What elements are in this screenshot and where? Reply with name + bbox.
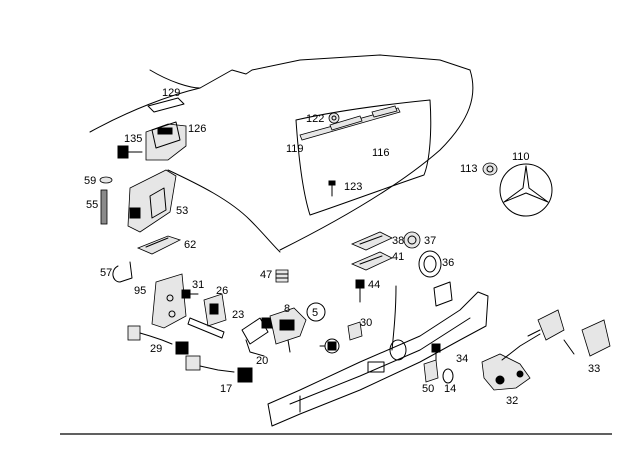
label-123: 123 (344, 181, 362, 193)
callout-circle-5 (306, 302, 326, 322)
connector-29-icon (127, 325, 189, 355)
label-55: 55 (86, 199, 98, 211)
seal-ring-129-icon (147, 97, 185, 113)
label-37: 37 (424, 235, 436, 247)
label-29: 29 (150, 343, 162, 355)
license-plate-recess (295, 99, 432, 216)
label-44: 44 (368, 279, 380, 291)
label-110: 110 (512, 151, 530, 163)
clip-30-icon (347, 321, 363, 341)
label-122: 122 (306, 113, 324, 125)
label-38: 38 (392, 235, 404, 247)
label-62: 62 (184, 239, 196, 251)
label-47: 47 (260, 269, 272, 281)
bolt-135-icon (117, 145, 143, 159)
label-116: 116 (372, 147, 390, 159)
nut-122-icon (328, 112, 340, 124)
clip-23-icon (187, 317, 225, 339)
label-113: 113 (460, 163, 478, 175)
label-57: 57 (100, 267, 112, 279)
label-135: 135 (124, 133, 142, 145)
washer-14-icon (442, 368, 454, 384)
connector-17-icon (185, 355, 253, 383)
key-5-icon (319, 338, 340, 354)
label-129: 129 (162, 87, 180, 99)
label-31: 31 (192, 279, 204, 291)
bolt-31-icon (181, 289, 199, 299)
label-126: 126 (188, 123, 206, 135)
washer-59-icon (99, 176, 113, 184)
bumper-stop-47-icon (275, 269, 289, 283)
plate-62-icon (136, 235, 182, 255)
star-emblem-icon (499, 163, 553, 217)
actuator-33-icon (527, 309, 611, 357)
label-36: 36 (442, 257, 454, 269)
label-30: 30 (360, 317, 372, 329)
callout-labels: 129 126 135 59 55 53 62 57 95 31 26 23 2… (84, 87, 600, 407)
label-5: 5 (312, 307, 318, 319)
label-17: 17 (220, 383, 232, 395)
label-8: 8 (284, 303, 290, 315)
hinge-38-icon (350, 231, 393, 251)
label-34: 34 (456, 353, 468, 365)
pin-55-icon (100, 189, 108, 225)
lock-cylinder-53-icon (127, 169, 177, 233)
hinge-41-icon (350, 251, 393, 271)
trunk-lid-outline (89, 54, 474, 253)
label-50: 50 (422, 383, 434, 395)
clip-57-icon (112, 261, 133, 283)
label-95: 95 (134, 285, 146, 297)
lock-housing-126-icon (145, 121, 187, 161)
bolt-44-icon (355, 279, 365, 303)
central-lock-unit-8-icon (241, 307, 307, 357)
label-23: 23 (232, 309, 244, 321)
label-59: 59 (84, 175, 96, 187)
actuator-26-icon (203, 293, 227, 327)
bumper-icon (267, 281, 489, 427)
label-33: 33 (588, 363, 600, 375)
screw-123-icon (328, 180, 336, 197)
label-14: 14 (444, 383, 456, 395)
label-20: 20 (256, 355, 268, 367)
label-53: 53 (176, 205, 188, 217)
bracket-95-icon (151, 273, 187, 329)
grommet-37-icon (403, 231, 421, 249)
label-32: 32 (506, 395, 518, 407)
label-119: 119 (286, 143, 304, 155)
bolt-34-icon (431, 343, 441, 363)
seal-36-icon (418, 250, 442, 278)
grommet-113-icon (482, 162, 498, 176)
label-41: 41 (392, 251, 404, 263)
bracket-50-icon (423, 359, 439, 383)
latch-32-icon (481, 333, 541, 391)
label-26: 26 (216, 285, 228, 297)
